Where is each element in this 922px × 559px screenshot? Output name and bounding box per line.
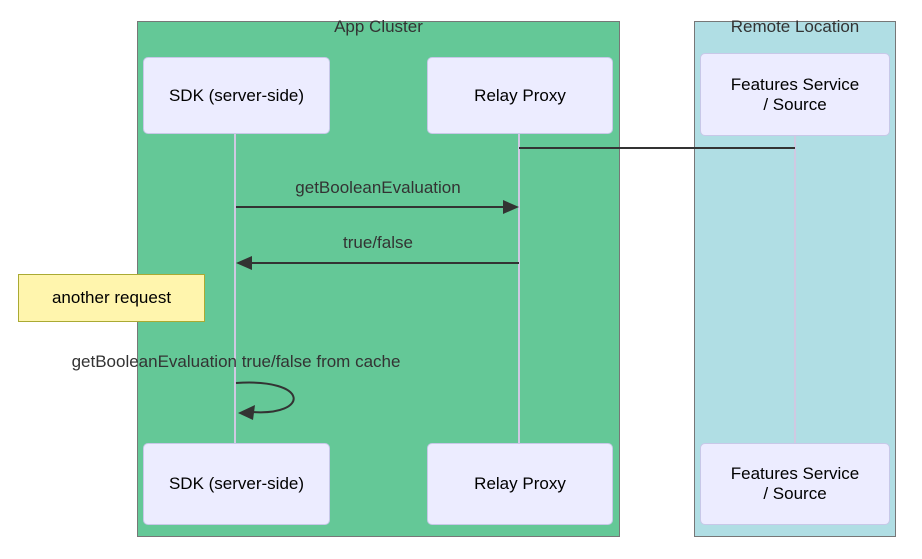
message-label-get-boolean-evaluation: getBooleanEvaluation: [295, 178, 461, 197]
region-title-remote-location: Remote Location: [730, 17, 860, 36]
lifeline-features-service: [794, 134, 796, 443]
true-false-arrowhead: [236, 256, 252, 270]
lifeline-sdk: [234, 134, 236, 443]
actor-label: SDK (server-side): [168, 85, 305, 105]
get-boolean-evaluation-arrowhead: [503, 200, 519, 214]
actor-label: Relay Proxy: [474, 474, 566, 493]
actor-sdk-bottom: SDK (server-side): [143, 443, 330, 525]
lifeline-relay-proxy: [518, 134, 520, 443]
note-label: another request: [51, 288, 172, 307]
actor-relay-proxy-bottom: Relay Proxy: [427, 443, 613, 525]
actor-label: Features Service / Source: [730, 464, 860, 503]
actor-relay-proxy-top: Relay Proxy: [427, 57, 613, 134]
message-label-true-false: true/false: [343, 233, 413, 252]
message-label-cache-self-call: getBooleanEvaluation true/false from cac…: [71, 352, 401, 371]
note-another-request: another request: [18, 274, 205, 322]
actor-label: Relay Proxy: [474, 85, 566, 105]
actor-features-service-bottom: Features Service / Source: [700, 443, 890, 525]
cache-self-call-loop: [235, 381, 295, 414]
actor-label: SDK (server-side): [168, 474, 305, 493]
region-title-app-cluster: App Cluster: [334, 17, 423, 36]
actor-sdk-top: SDK (server-side): [143, 57, 330, 134]
actor-features-service-top: Features Service / Source: [700, 53, 890, 136]
actor-label: Features Service / Source: [730, 74, 860, 114]
cache-self-call-arrowhead: [238, 405, 255, 420]
